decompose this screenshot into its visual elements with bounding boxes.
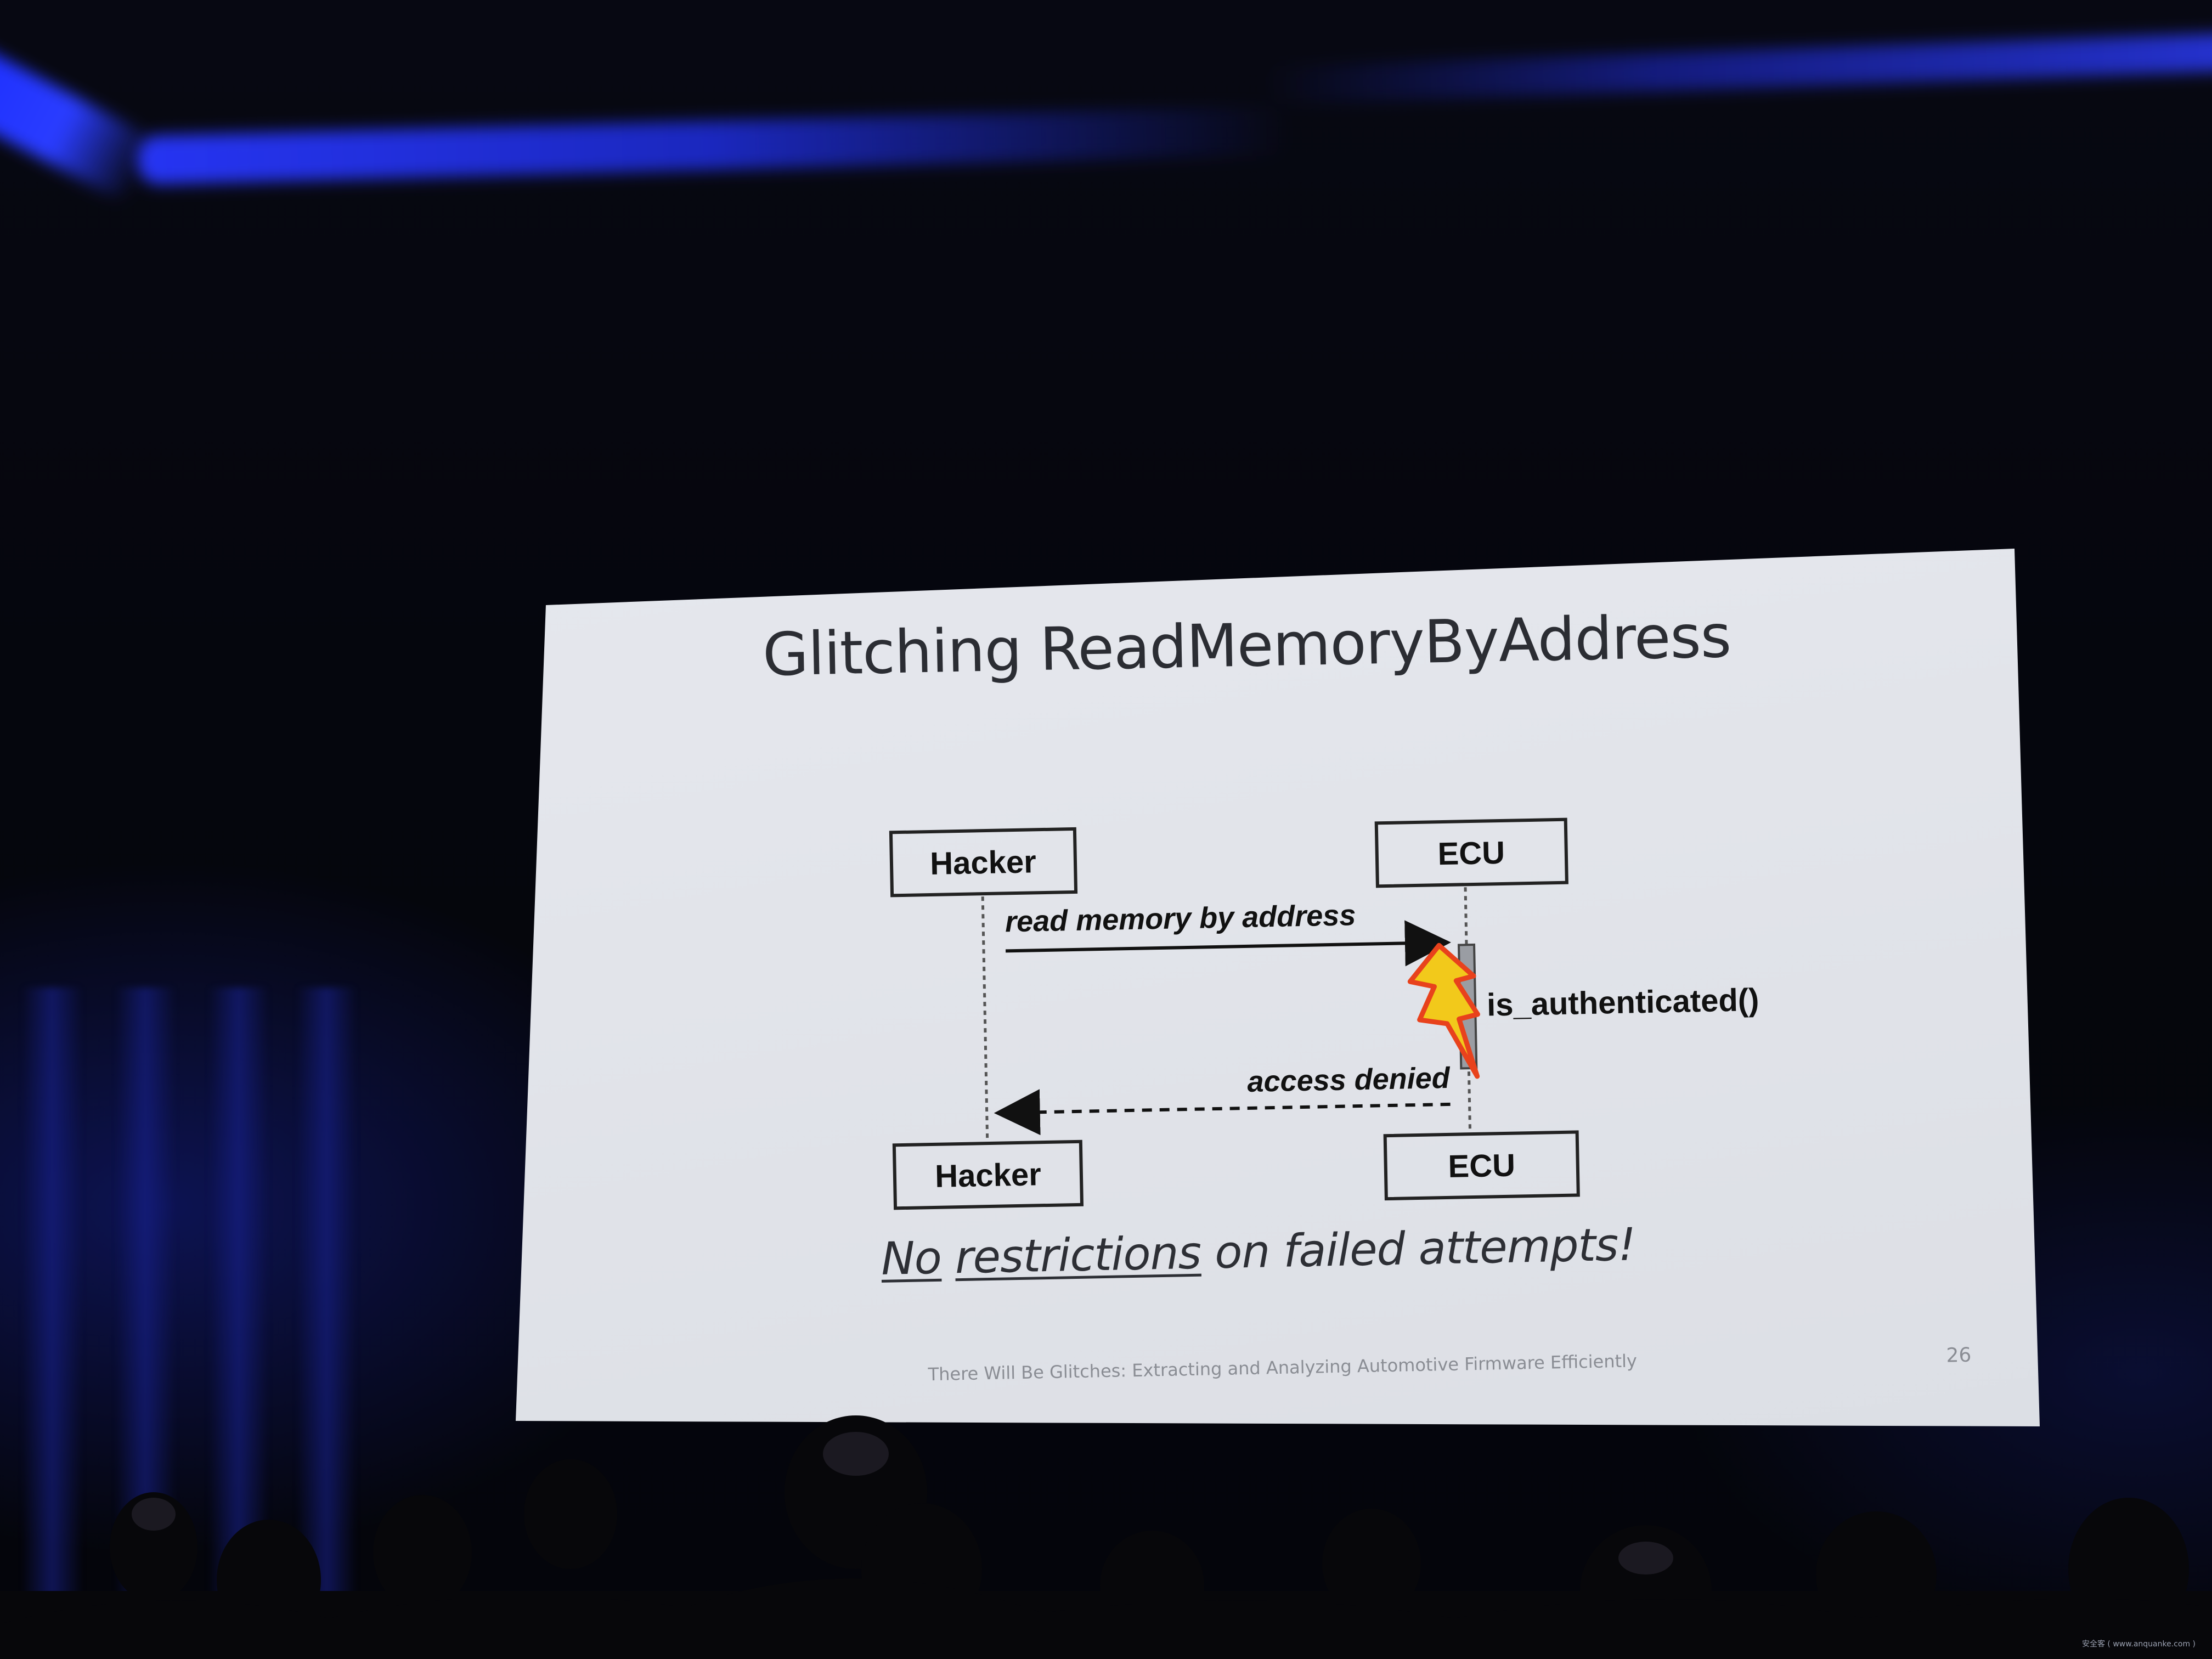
audience-shoulders — [0, 1578, 2212, 1659]
response-arrow — [994, 1089, 1451, 1136]
hacker-box-top: Hacker — [889, 827, 1078, 898]
audience-head-highlight — [823, 1432, 889, 1476]
sequence-diagram: Hacker ECU read memory by address is_aut… — [889, 817, 1759, 1210]
audience-head — [524, 1459, 617, 1569]
ecu-box-bottom: ECU — [1383, 1130, 1580, 1201]
hacker-label-bottom: Hacker — [935, 1156, 1042, 1194]
lightning-bolt-icon — [1407, 943, 1480, 1079]
audience-head-highlight — [132, 1498, 176, 1531]
slide-content: Glitching ReadMemoryByAddress Hacker — [527, 552, 2040, 1426]
response-message-label: access denied — [1247, 1062, 1451, 1098]
ecu-label-bottom: ECU — [1448, 1148, 1516, 1184]
ecu-label-top: ECU — [1437, 835, 1505, 872]
watermark: 安全客 ( www.anquanke.com ) — [2081, 1640, 2196, 1649]
is-authenticated-label: is_authenticated() — [1487, 982, 1759, 1023]
hacker-label-top: Hacker — [930, 844, 1037, 882]
curtain-fold — [22, 988, 82, 1659]
audience-head — [373, 1495, 472, 1610]
hacker-box-bottom: Hacker — [892, 1139, 1084, 1210]
hacker-lifeline — [981, 896, 989, 1144]
request-message-label: read memory by address — [1005, 899, 1356, 938]
request-arrow — [1006, 920, 1451, 967]
audience-head — [110, 1492, 198, 1602]
ecu-box-top: ECU — [1374, 817, 1568, 888]
audience-head-highlight — [1618, 1542, 1673, 1575]
